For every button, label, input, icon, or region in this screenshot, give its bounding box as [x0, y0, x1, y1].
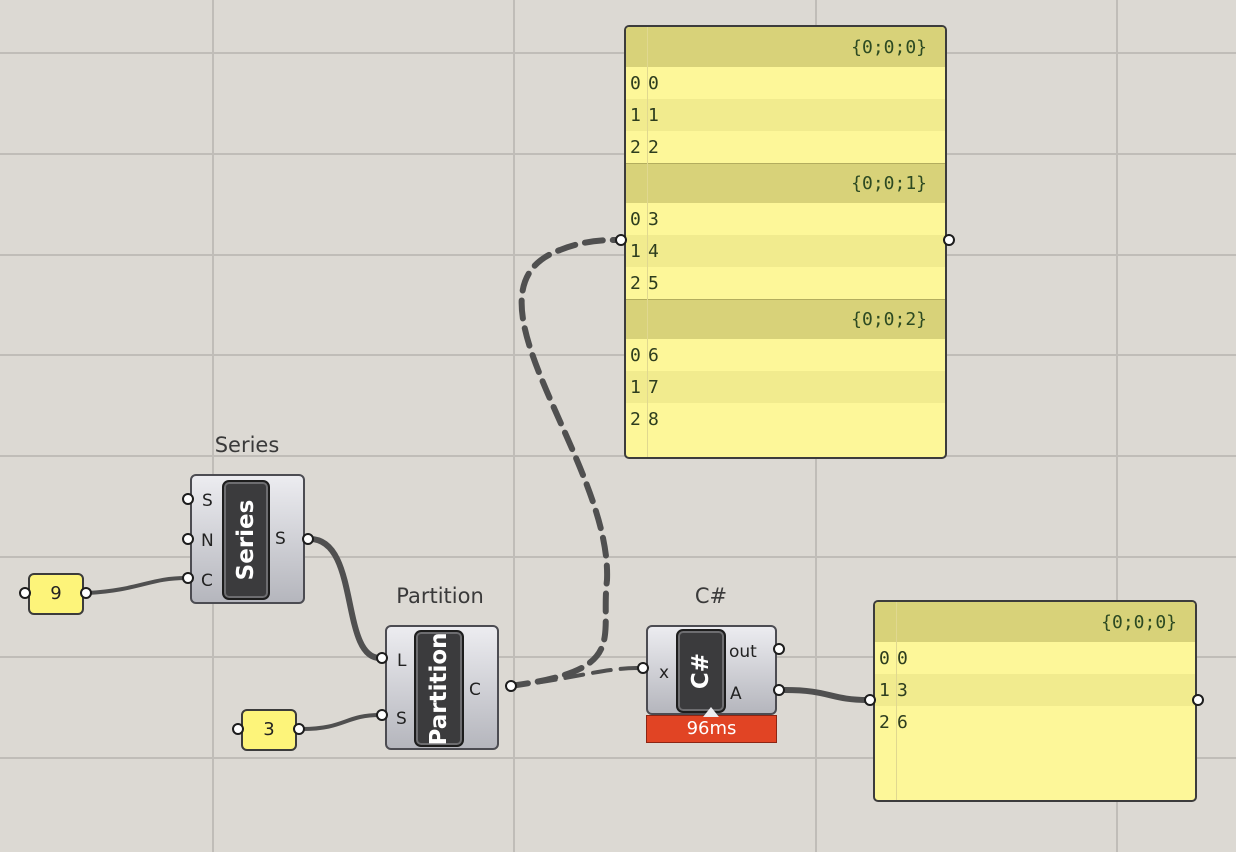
number-three-output-grip[interactable] — [293, 723, 305, 735]
branch-header: {0;0;0} — [626, 27, 945, 67]
series-output-s: S — [275, 529, 286, 549]
number-nine-output-grip[interactable] — [80, 587, 92, 599]
number-three-input-grip[interactable] — [232, 723, 244, 735]
number-three-panel[interactable]: 3 — [241, 709, 297, 751]
timer-notch — [703, 707, 719, 717]
csharp-label: C# — [694, 584, 728, 608]
partition-input-l: L — [397, 651, 407, 671]
csharp-output-grip-out[interactable] — [773, 643, 785, 655]
branch-header: {0;0;0} — [875, 602, 1195, 642]
partition-output-c: C — [469, 680, 481, 700]
csharp-output-a: A — [730, 684, 742, 704]
panel-index-divider — [647, 27, 648, 457]
wire-three-to-partition — [300, 713, 382, 731]
csharp-timer-badge: 96ms — [646, 715, 777, 743]
branch-header: {0;0;1} — [626, 163, 945, 203]
series-input-grip-s[interactable] — [182, 493, 194, 505]
wire-partition-to-panel — [507, 237, 623, 689]
series-label: Series — [214, 433, 280, 457]
partition-input-grip-l[interactable] — [376, 652, 388, 664]
series-nickname: Series — [222, 480, 270, 600]
number-nine-input-grip[interactable] — [19, 587, 31, 599]
series-input-s: S — [202, 491, 213, 511]
partition-nickname: Partition — [414, 630, 464, 747]
csharp-nickname: C# — [676, 629, 726, 713]
panel-right-input-grip[interactable] — [864, 694, 876, 706]
partition-label: Partition — [396, 584, 484, 608]
series-output-grip[interactable] — [302, 533, 314, 545]
panel-index-divider — [896, 602, 897, 800]
csharp-component[interactable]: x C# out A — [646, 625, 777, 715]
series-input-c: C — [201, 571, 213, 591]
wire-series-to-partition — [307, 536, 383, 661]
wire-csharp-to-panel — [782, 687, 871, 703]
panel-right-output-grip[interactable] — [1192, 694, 1204, 706]
panel-top-output-grip[interactable] — [943, 234, 955, 246]
wire-partition-to-csharp — [508, 666, 642, 688]
csharp-input-grip-x[interactable] — [637, 662, 649, 674]
csharp-input-x: x — [659, 663, 670, 683]
partition-component[interactable]: L S Partition C — [385, 625, 499, 750]
number-nine-panel[interactable]: 9 — [28, 573, 84, 615]
series-input-n: N — [201, 531, 214, 551]
partition-input-s: S — [396, 709, 407, 729]
panel-top-input-grip[interactable] — [615, 234, 627, 246]
partition-input-grip-s[interactable] — [376, 709, 388, 721]
wire-nine-to-series — [86, 576, 188, 595]
partition-output-grip[interactable] — [505, 680, 517, 692]
csharp-output-grip-a[interactable] — [773, 684, 785, 696]
csharp-output-out: out — [729, 642, 757, 662]
branch-header: {0;0;2} — [626, 299, 945, 339]
series-input-grip-c[interactable] — [182, 572, 194, 584]
series-component[interactable]: S N C Series — [190, 474, 305, 604]
series-input-grip-n[interactable] — [182, 533, 194, 545]
